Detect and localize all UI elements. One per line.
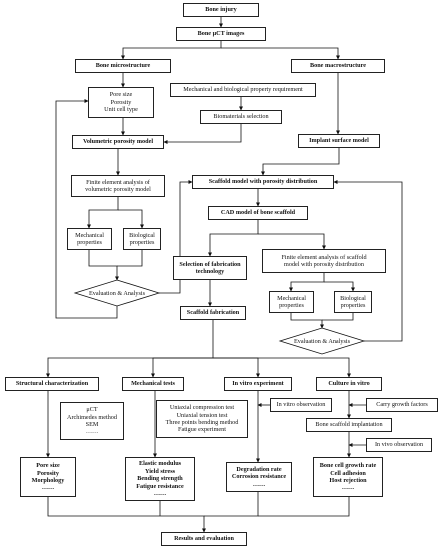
node-cad-model: CAD model of bone scaffold [208,206,308,220]
node-scaffold-fabrication: Scaffold fabrication [180,306,246,320]
node-bone-injury: Bone injury [183,3,259,17]
node-in-vivo-observation: In vivo observation [366,438,432,452]
connector-arrow [87,197,119,229]
node-in-vitro-experiment: In vitro experiment [224,377,292,391]
node-mechanical-tests: Mechanical tests [122,377,184,391]
connector-arrow [55,99,118,319]
connector-arrow [221,47,340,60]
node-bone-macrostructure: Bone macrostructure [291,59,385,73]
decision-diamond-2 [278,327,366,355]
node-results-evaluation: Results and evaluation [161,532,247,546]
connector-arrow [290,313,324,329]
connector-arrow [151,357,213,378]
connector-arrow [208,220,259,257]
node-property-requirement: Mechanical and biological property requi… [170,83,316,97]
connector-arrow [258,233,326,250]
connector-arrow [159,180,193,294]
connector-arrow [213,357,351,378]
connector-arrow [213,357,260,378]
connector-arrow [46,320,214,378]
connector-arrow [333,180,403,342]
connector-arrow [121,41,222,60]
connector-arrow [261,148,340,176]
node-in-vitro-observation: In vitro observation [270,398,332,412]
connector-arrow [324,281,355,292]
node-evaluation-analysis-1: Evaluation & Analysis [88,289,146,297]
node-scaffold-implantation: Bone scaffold implantation [306,418,392,432]
connector-arrow [258,497,350,517]
node-evaluation-analysis-2: Evaluation & Analysis [293,337,351,345]
node-structural-characterization: Structural characterization [5,377,99,391]
node-culture-in-vitro: Culture in vitro [316,377,382,391]
node-volumetric-porosity-model: Volumetric porosity model [72,135,164,149]
node-scaffold-porosity-model: Scaffold model with porosity distributio… [192,175,334,189]
connector-arrow [289,273,325,292]
connector-arrow [322,313,354,321]
connector-arrow [88,250,119,281]
node-carry-growth-factors: Carry growth factors [366,398,438,412]
node-biomaterials-selection: Biomaterials selection [200,110,282,124]
connector-arrow [204,492,259,517]
connector-arrow [117,250,143,267]
node-bone-uct: Bone μCT images [176,27,266,41]
connector-arrow [47,497,206,533]
connector-arrow [118,209,144,229]
connector-arrow [163,124,242,144]
node-bone-microstructure: Bone microstructure [75,59,171,73]
node-implant-surface-model: Implant surface model [298,134,380,148]
